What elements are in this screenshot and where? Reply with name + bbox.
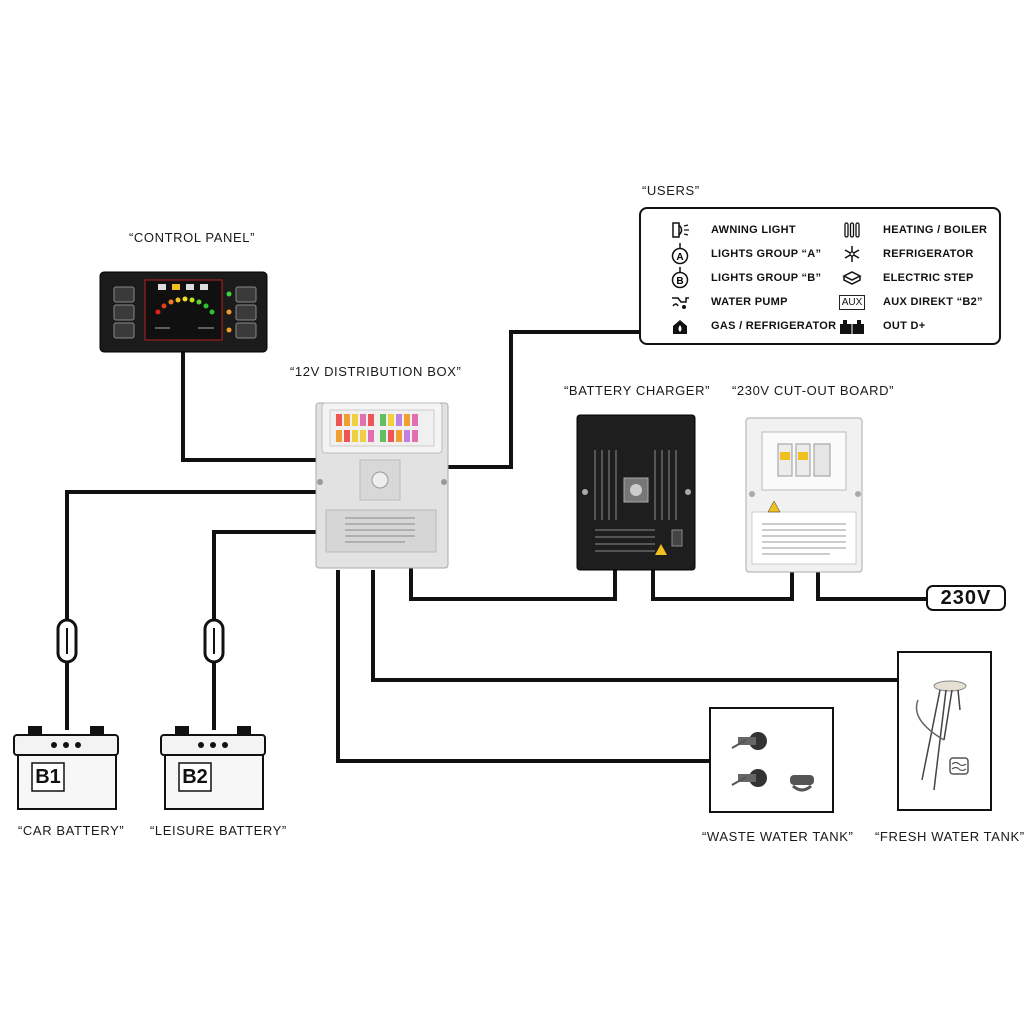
user-item-lights-group-a: A LIGHTS GROUP “A”	[667, 243, 821, 265]
heating-boiler-icon	[839, 219, 865, 241]
wire-charger	[409, 568, 617, 601]
lights-group-b-icon: B	[667, 267, 693, 289]
water-pump-icon	[667, 291, 693, 313]
fresh-water-tank	[897, 651, 992, 811]
control-panel-label: “CONTROL PANEL”	[129, 230, 256, 245]
cutout-board-label: “230V CUT-OUT BOARD”	[732, 383, 895, 398]
users-legend: AWNING LIGHT A LIGHTS GROUP “A” B LIGHTS…	[639, 207, 1001, 345]
fresh-water-tank-label: “FRESH WATER TANK”	[875, 829, 1024, 844]
user-item-aux-direkt: AUX AUX DIREKT “B2”	[838, 291, 983, 313]
user-item-water-pump: WATER PUMP	[667, 291, 788, 313]
user-item-label: LIGHTS GROUP “B”	[711, 272, 822, 284]
distribution-box	[315, 402, 449, 569]
user-item-label: HEATING / BOILER	[883, 224, 988, 236]
user-item-lights-group-b: B LIGHTS GROUP “B”	[667, 267, 821, 289]
lights-group-a-icon-letter: A	[676, 252, 683, 263]
wire-mains	[816, 572, 926, 601]
wire-leisure-battery	[212, 530, 316, 730]
battery-charger-label: “BATTERY CHARGER”	[564, 383, 710, 398]
user-item-label: REFRIGERATOR	[883, 248, 974, 260]
user-item-label: OUT D+	[883, 320, 926, 332]
user-item-label: LIGHTS GROUP “A”	[711, 248, 822, 260]
user-item-label: ELECTRIC STEP	[883, 272, 974, 284]
awning-light-icon	[667, 219, 693, 241]
battery-charger	[576, 414, 696, 571]
out-d-plus-icon	[839, 315, 865, 337]
car-battery	[13, 726, 119, 810]
user-item-heating-boiler: HEATING / BOILER	[839, 219, 987, 241]
leisure-battery-label: “LEISURE BATTERY”	[150, 823, 287, 838]
leisure-battery	[160, 726, 266, 810]
fuse-row	[336, 414, 418, 442]
user-item-electric-step: ELECTRIC STEP	[839, 267, 974, 289]
cutout-board	[745, 417, 863, 573]
refrigerator-icon	[839, 243, 865, 265]
aux-icon-text: AUX	[838, 294, 866, 310]
user-item-label: AWNING LIGHT	[711, 224, 796, 236]
fuse-leisure-battery	[203, 618, 225, 664]
user-item-out-d-plus: OUT D+	[839, 315, 925, 337]
control-panel	[99, 271, 268, 353]
wire-charger-cutout	[651, 568, 794, 601]
car-battery-label: “CAR BATTERY”	[18, 823, 125, 838]
lights-group-a-icon: A	[667, 243, 693, 265]
fuse-car-battery	[56, 618, 78, 664]
aux-icon: AUX	[838, 291, 866, 313]
waste-water-tank-label: “WASTE WATER TANK”	[702, 829, 854, 844]
user-item-label: AUX DIREKT “B2”	[883, 296, 983, 308]
users-label: “USERS”	[642, 183, 700, 198]
wire-waste-water	[336, 570, 710, 763]
mains-230v-badge: 230V	[926, 585, 1006, 611]
user-item-awning-light: AWNING LIGHT	[667, 219, 796, 241]
waste-water-tank	[709, 707, 834, 813]
user-item-label: GAS / REFRIGERATOR	[711, 320, 837, 332]
lights-group-b-icon-letter: B	[676, 276, 683, 287]
user-item-gas-refrigerator: GAS / REFRIGERATOR	[667, 315, 836, 337]
wire-car-battery	[65, 490, 316, 730]
distribution-box-label: “12V DISTRIBUTION BOX”	[290, 364, 462, 379]
wire-users	[443, 330, 639, 469]
electric-step-icon	[839, 267, 865, 289]
user-item-refrigerator: REFRIGERATOR	[839, 243, 974, 265]
battery-b2-label: B2	[182, 766, 208, 788]
wire-fresh-water	[371, 570, 898, 682]
gas-refrigerator-icon	[667, 315, 693, 337]
wire-control-panel	[181, 350, 316, 462]
wires	[65, 330, 926, 763]
battery-b1-label: B1	[35, 766, 61, 788]
charger-vents	[594, 450, 677, 552]
user-item-label: WATER PUMP	[711, 296, 788, 308]
